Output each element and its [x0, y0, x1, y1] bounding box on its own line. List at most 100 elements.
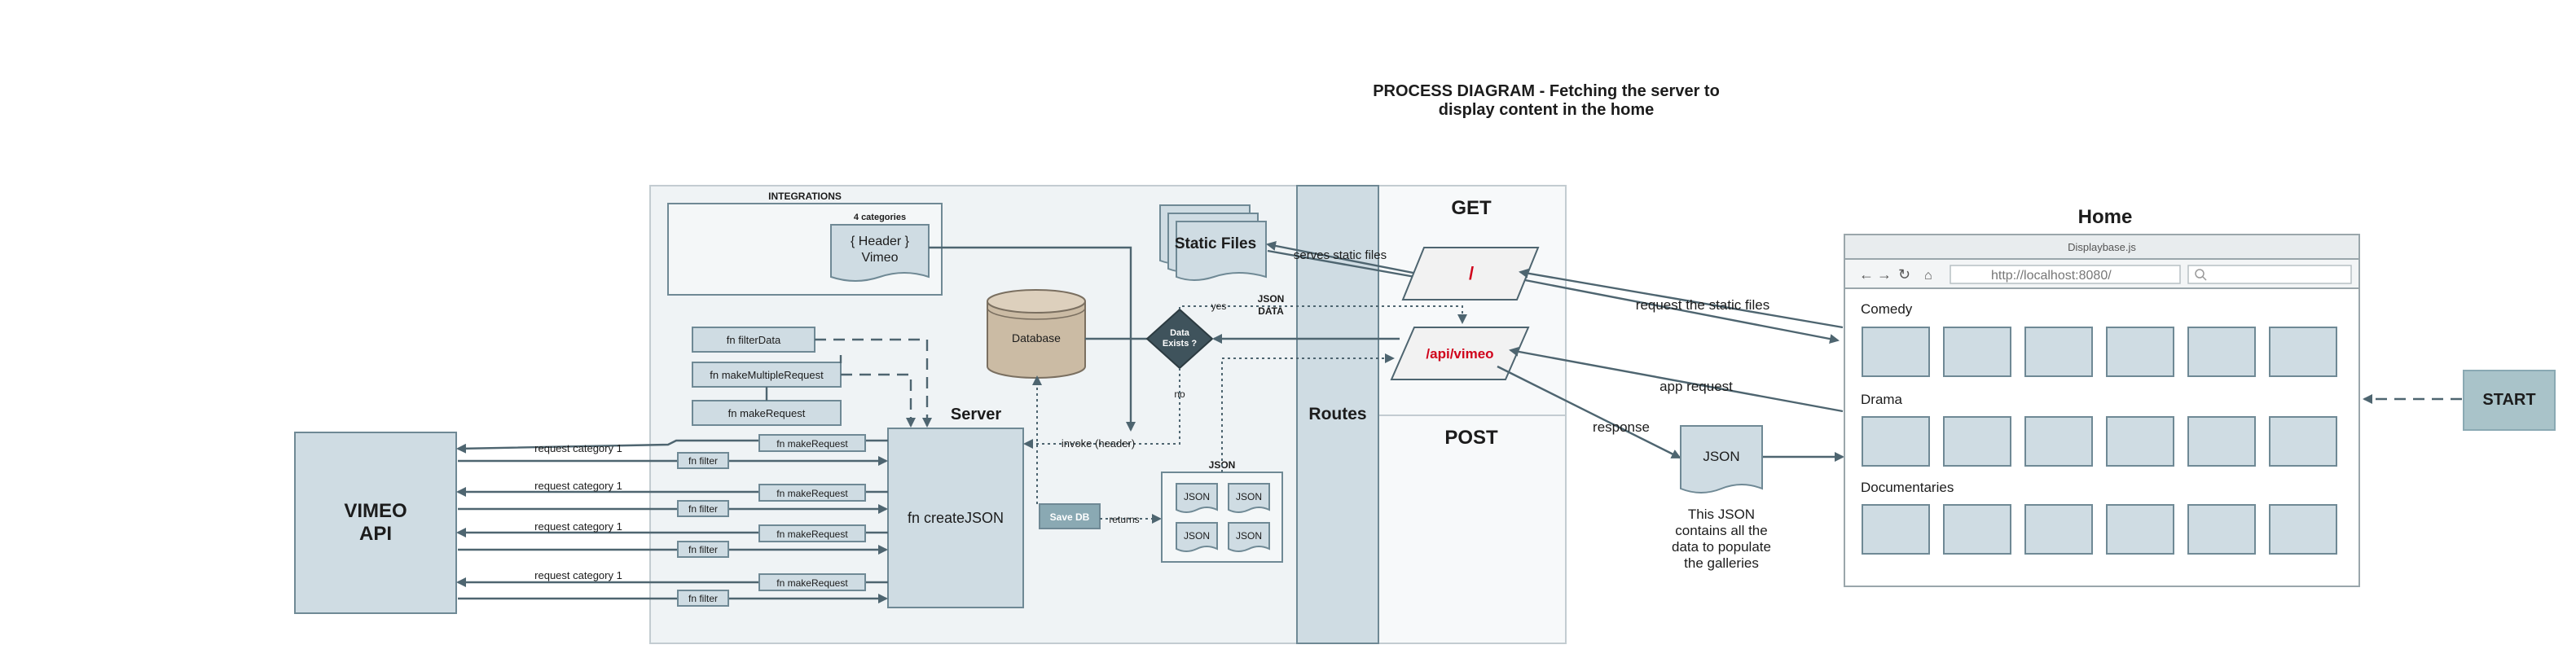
fn-filter-box — [677, 590, 729, 607]
route-root-label: / — [1469, 263, 1474, 283]
fn-filter-box — [677, 541, 729, 558]
request-category-label: request category 1 — [534, 480, 622, 492]
json-file-icon — [1176, 483, 1218, 513]
get-label: GET — [1451, 197, 1492, 219]
request-static-label: request the static files — [1636, 297, 1769, 313]
integrations-label: INTEGRATIONS — [768, 191, 842, 202]
diagram-title-line-2: display content in the home — [1439, 101, 1654, 119]
save-db-box — [1039, 503, 1101, 529]
gallery-tile[interactable] — [1862, 327, 1930, 377]
home-title: Home — [2078, 206, 2133, 228]
fn-makerequest-row-label: fn makeRequest — [776, 529, 848, 540]
gallery-tile[interactable] — [1943, 327, 2011, 377]
gallery-tile[interactable] — [1943, 504, 2011, 555]
reload-icon[interactable]: ↻ — [1898, 266, 1910, 283]
header-doc-text-2: Vimeo — [861, 251, 898, 265]
gallery-tile[interactable] — [2024, 416, 2093, 467]
decision-label-2: Exists ? — [1163, 339, 1197, 349]
json-file-icon — [1176, 522, 1218, 552]
fn-makerequest-row-box — [758, 573, 866, 591]
vimeo-api-label-1: VIMEO — [344, 500, 407, 522]
start-node — [2463, 370, 2556, 431]
arrow-app-request — [1509, 346, 1844, 413]
section-label-drama: Drama — [1861, 392, 1903, 407]
arrow-json-to-api — [1221, 353, 1395, 472]
route-api-node — [1390, 327, 1530, 380]
static-files-stack — [1159, 204, 1267, 281]
search-icon — [2195, 269, 2207, 281]
gallery-tile[interactable] — [2269, 327, 2337, 377]
fn-makerequest-label: fn makeRequest — [728, 407, 806, 419]
header-doc-text-1: { Header } — [851, 235, 910, 248]
gallery-tile[interactable] — [2269, 504, 2337, 555]
json-file-label: JSON — [1184, 491, 1210, 502]
route-api-label: /api/vimeo — [1426, 346, 1493, 362]
json-note-line-1: This JSON — [1688, 507, 1755, 522]
gallery-tile[interactable] — [1943, 416, 2011, 467]
gallery-tile[interactable] — [2187, 416, 2256, 467]
json-document-label: JSON — [1703, 449, 1739, 464]
json-note-line-2: contains all the — [1675, 523, 1767, 538]
back-icon[interactable]: ← — [1859, 266, 1874, 283]
section-label-comedy: Comedy — [1861, 301, 1913, 317]
fn-makerequest-row-box — [758, 484, 866, 502]
fn-filter-label: fn filter — [688, 544, 718, 555]
gallery-tile[interactable] — [2106, 504, 2174, 555]
gallery-tile[interactable] — [2269, 416, 2337, 467]
categories-label: 4 categories — [854, 213, 906, 222]
routes-column — [1296, 185, 1379, 644]
route-root-node — [1401, 247, 1540, 300]
response-label: response — [1593, 419, 1650, 435]
fn-makemultiplerequest-box — [692, 362, 842, 388]
fn-filter-label: fn filter — [688, 503, 718, 515]
home-icon[interactable]: ⌂ — [1924, 269, 1932, 283]
fn-makerequest-box — [692, 400, 842, 426]
gallery-tile[interactable] — [2187, 327, 2256, 377]
header-vimeo-document — [830, 224, 930, 282]
gallery-tile[interactable] — [1862, 416, 1930, 467]
json-note-line-3: data to populate — [1672, 539, 1771, 555]
browser-title: Displaybase.js — [2068, 241, 2136, 253]
request-row-3: fn makeRequest fn filter request categor… — [456, 520, 888, 558]
gallery-tile[interactable] — [2024, 504, 2093, 555]
browser-search-input[interactable] — [2187, 265, 2352, 284]
arrow-response — [1497, 365, 1681, 459]
fn-filter-label: fn filter — [688, 593, 718, 604]
save-db-label: Save DB — [1050, 511, 1090, 523]
fn-filter-box — [677, 452, 729, 469]
server-fn-label: fn createJSON — [908, 510, 1004, 526]
request-category-label: request category 1 — [534, 569, 622, 581]
invoke-label: invoke (header) — [1062, 437, 1135, 450]
post-panel — [1378, 415, 1567, 644]
decision-label-1: Data — [1170, 328, 1190, 338]
app-request-label: app request — [1659, 379, 1733, 394]
forward-icon[interactable]: → — [1877, 266, 1892, 283]
arrow-root-static — [1266, 241, 1426, 277]
line-static-root — [1267, 249, 1425, 280]
fn-makerequest-row-label: fn makeRequest — [776, 488, 848, 499]
arrow-makemultiple-server — [841, 373, 916, 428]
fn-makemultiplerequest-label: fn makeMultipleRequest — [710, 369, 824, 381]
fn-filterdata-box — [692, 327, 815, 353]
arrow-filterdata-server — [815, 338, 932, 428]
server-label: Server — [951, 406, 1001, 423]
gallery-tiles — [1862, 327, 2337, 555]
gallery-tile[interactable] — [2106, 327, 2174, 377]
gallery-tile[interactable] — [2106, 416, 2174, 467]
json-data-label-1: JSON — [1258, 293, 1285, 305]
request-category-label: request category 1 — [534, 442, 622, 454]
no-label: no — [1174, 388, 1185, 400]
static-files-label: Static Files — [1175, 235, 1256, 252]
json-document — [1680, 425, 1763, 493]
url-bar[interactable] — [1950, 265, 2181, 284]
fn-makerequest-row-label: fn makeRequest — [776, 577, 848, 589]
gallery-tile[interactable] — [2024, 327, 2093, 377]
json-file-label: JSON — [1184, 530, 1210, 542]
database-label: Database — [1012, 331, 1061, 344]
json-data-label-2: DATA — [1258, 305, 1284, 317]
fn-filter-box — [677, 500, 729, 517]
gallery-tile[interactable] — [1862, 504, 1930, 555]
json-file-label: JSON — [1236, 491, 1262, 502]
gallery-tile[interactable] — [2187, 504, 2256, 555]
